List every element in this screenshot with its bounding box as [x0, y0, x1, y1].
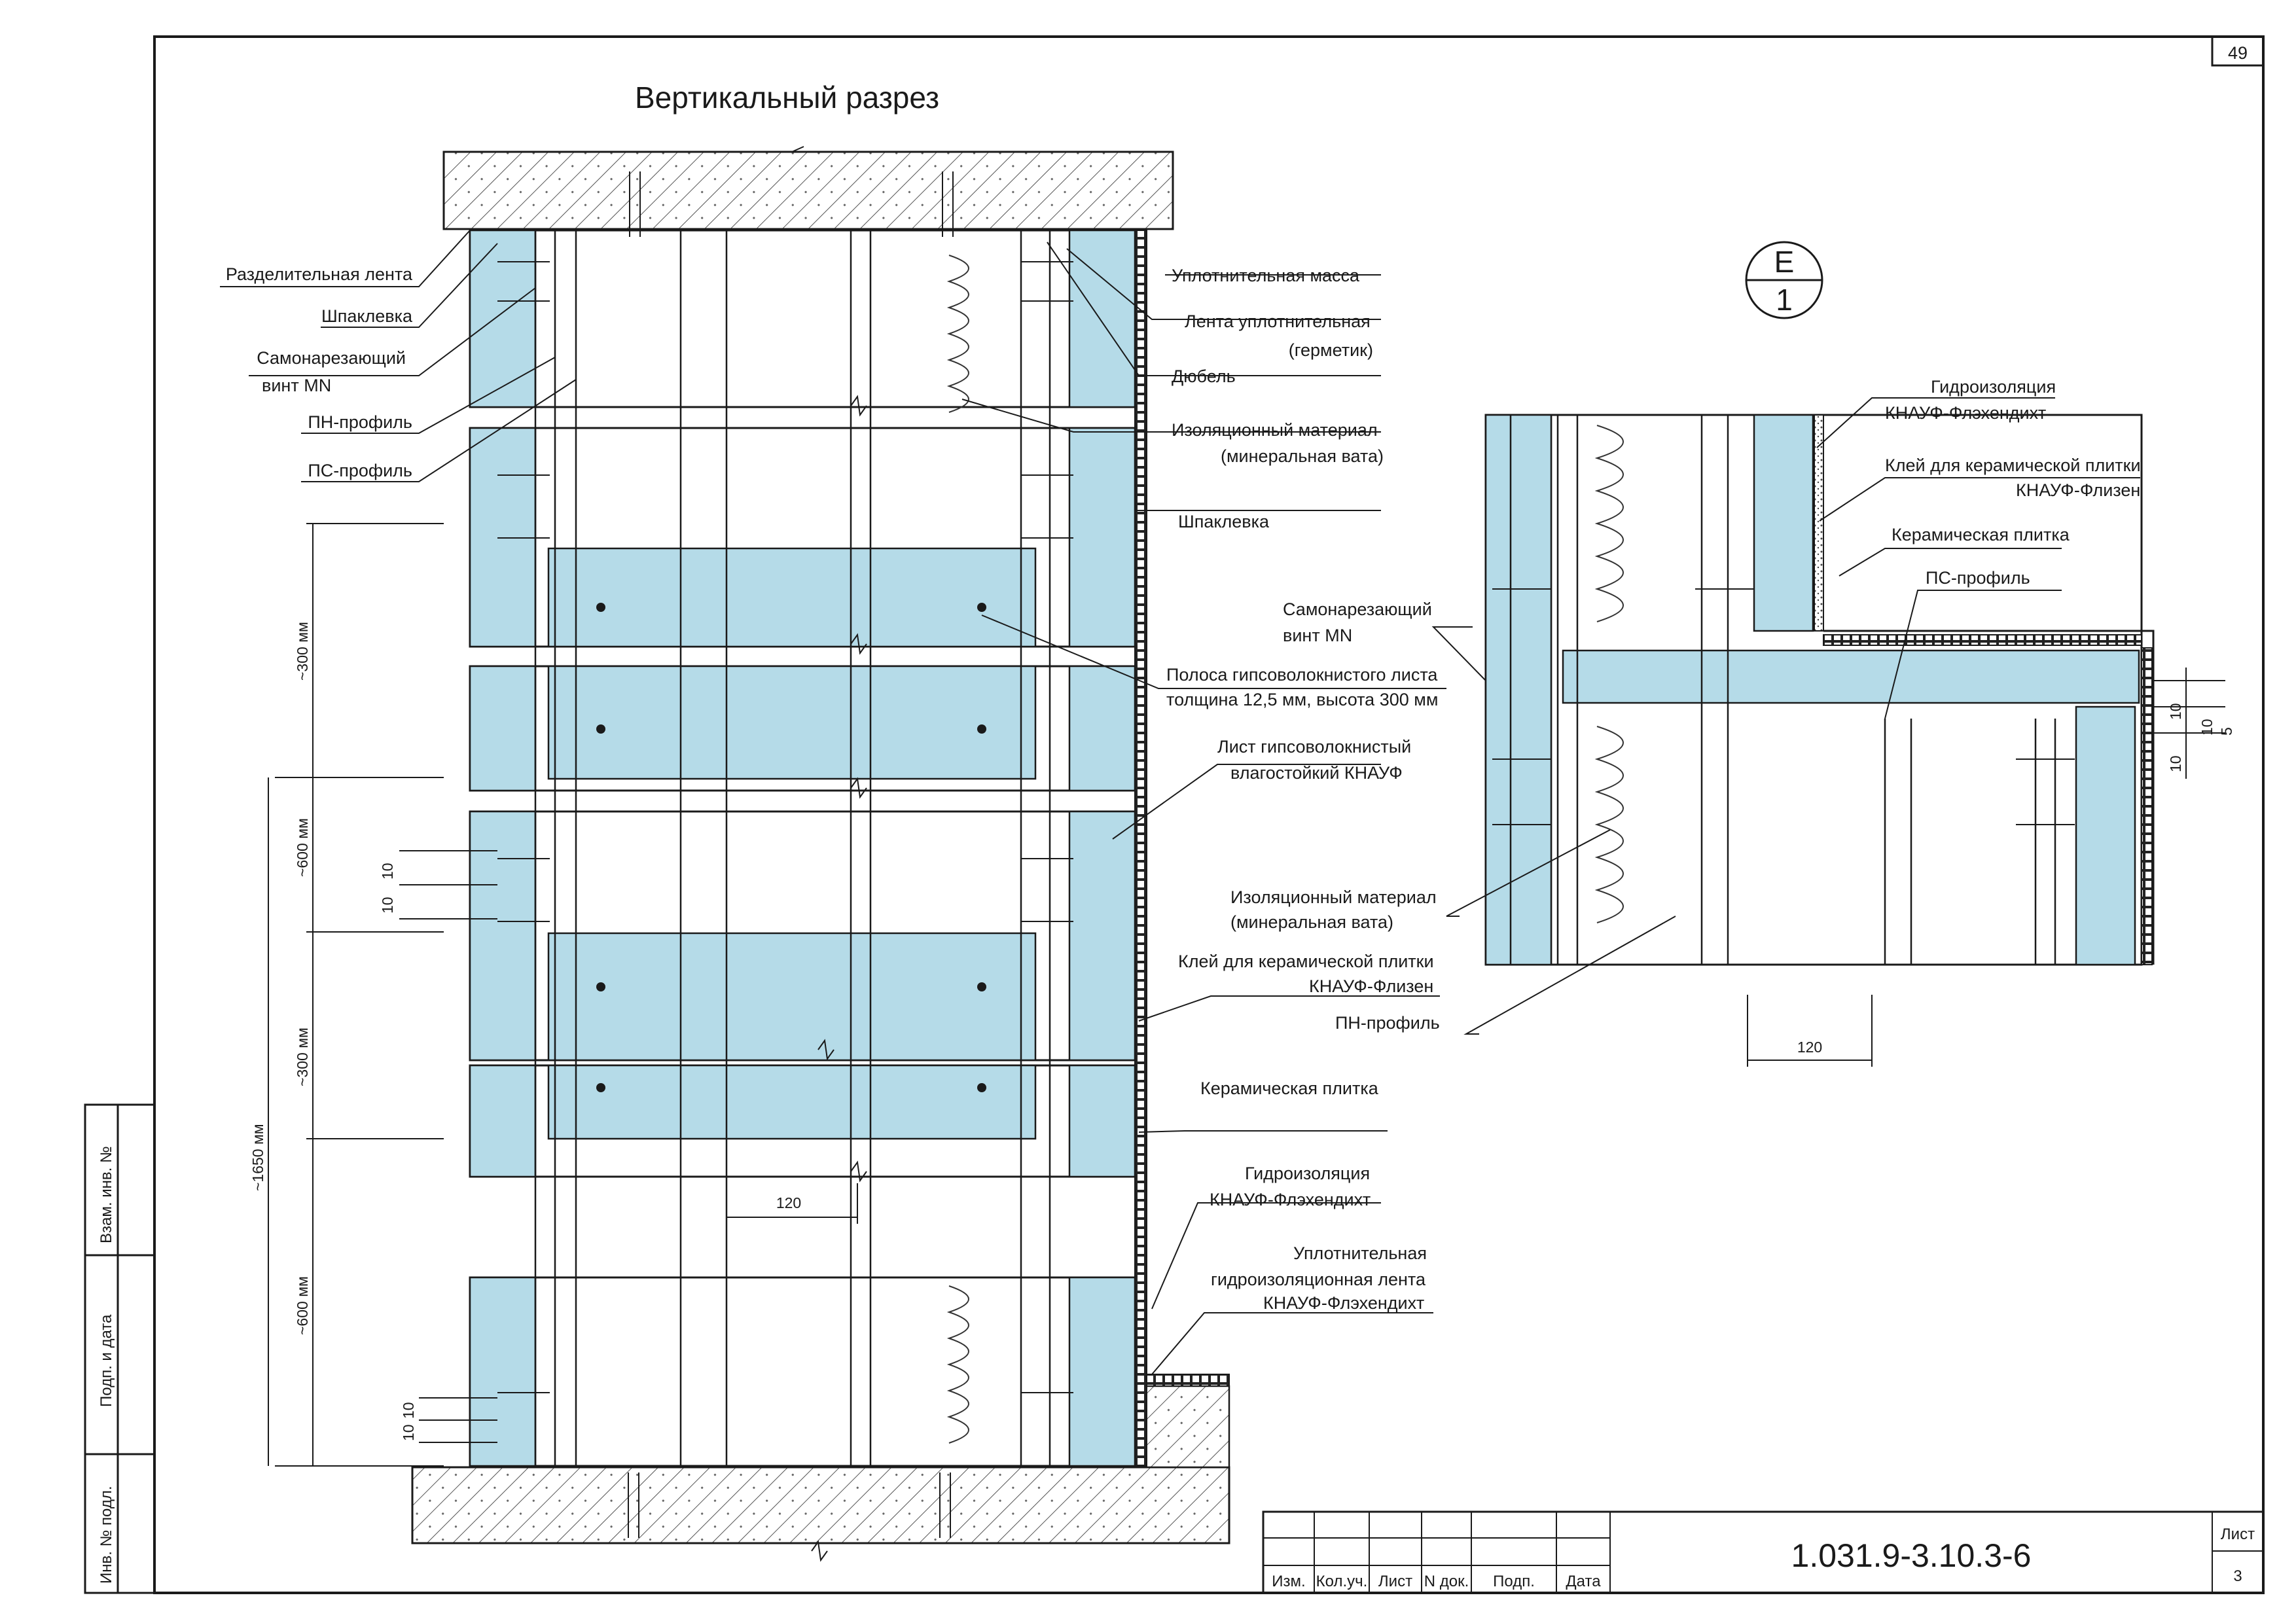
dim-10-b: 10 [379, 897, 396, 914]
tb-col-podp: Подп. [1493, 1573, 1535, 1590]
dim-detail-5: 5 [2218, 727, 2235, 736]
dim-detail-10-a: 10 [2167, 755, 2184, 772]
insulation-top [946, 255, 969, 413]
doc-code: 1.031.9-3.10.3-6 [1791, 1537, 2032, 1574]
side-stamp: Инв. № подл. Подп. и дата Взам. инв. № [84, 1103, 156, 1594]
detail-label-insulation-2: (минеральная вата) [1230, 912, 1393, 932]
label-screw-1: Самонарезающий [257, 348, 406, 368]
label-seal-wp-1: Уплотнительная [1293, 1243, 1427, 1263]
label-insulation-2: (минеральная вата) [1221, 446, 1384, 466]
label-waterproof-1: Гидроизоляция [1245, 1164, 1370, 1183]
tb-col-izm: Изм. [1272, 1573, 1305, 1590]
tb-col-ndok: N док. [1424, 1573, 1469, 1590]
dim-detail-10-b: 10 [2167, 703, 2184, 720]
dim-detail-10-c: 10 [2198, 719, 2215, 736]
detail-label-tile: Керамическая плитка [1892, 525, 2070, 544]
label-sheet-1: Лист гипсоволокнистый [1217, 737, 1411, 757]
detail-label-waterproof-2: КНАУФ-Флэхендихт [1885, 403, 2046, 423]
label-waterproof-2: КНАУФ-Флэхендихт [1210, 1190, 1371, 1209]
detail-label-glue-1: Клей для керамической плитки [1885, 455, 2141, 475]
label-ps-profile: ПС-профиль [308, 461, 412, 480]
label-sealing-mass: Уплотнительная масса [1172, 266, 1360, 285]
sheet-frame [153, 35, 2265, 1594]
detail-label-glue-2: КНАУФ-Флизен [2016, 480, 2140, 500]
detail-label-screw-2: винт MN [1283, 626, 1352, 645]
dimension-chain-left [268, 523, 497, 1467]
label-seal-wp-2: гидроизоляционная лента [1211, 1270, 1426, 1289]
label-glue-1: Клей для керамической плитки [1178, 952, 1434, 971]
sign-date-label: Подп. и дата [98, 1314, 115, 1407]
dimension-120-main: 120 [726, 1183, 858, 1224]
svg-text:120: 120 [1797, 1039, 1822, 1056]
tb-sheet-label: Лист [2221, 1525, 2255, 1543]
label-sealing-tape-2: (герметик) [1289, 340, 1373, 360]
wall-band-6 [469, 1276, 1136, 1467]
label-screw-2: винт MN [262, 376, 331, 395]
label-putty-2: Шпаклевка [1178, 512, 1270, 531]
title-block: Изм. Кол.уч. Лист N док. Подп. Дата 1.03… [1262, 1510, 2265, 1594]
label-glue-2: КНАУФ-Флизен [1309, 976, 1433, 996]
label-dowel: Дюбель [1172, 366, 1236, 386]
dimension-detail-right [2153, 668, 2225, 779]
label-sheet-2: влагостойкий КНАУФ [1230, 763, 1403, 783]
label-putty: Шпаклевка [321, 306, 413, 326]
wall-band-4 [469, 810, 1136, 1061]
detail-e1 [1484, 414, 2155, 966]
inv-orig-label: Инв. № подл. [98, 1486, 115, 1584]
label-separating-tape: Разделительная лента [226, 264, 413, 284]
detail-label-ps-profile: ПС-профиль [1926, 568, 2030, 588]
label-insulation-1: Изоляционный материал [1172, 420, 1378, 440]
insulation-bottom [946, 1285, 969, 1444]
marker-top: Е [1774, 245, 1795, 279]
tb-col-koluch: Кол.уч. [1316, 1573, 1368, 1590]
label-tile: Керамическая плитка [1200, 1079, 1379, 1098]
label-strip-1: Полоса гипсоволокнистого листа [1166, 665, 1438, 685]
marker-bottom: 1 [1776, 283, 1793, 317]
dim-10-c: 10 [400, 1402, 417, 1419]
wall-band-5 [469, 1064, 1136, 1178]
dim-300-top: ~300 мм [294, 622, 311, 681]
drawing-title: Вертикальный разрез [635, 80, 939, 115]
dim-600-bot: ~600 мм [294, 1276, 311, 1335]
dim-10-a: 10 [379, 863, 396, 880]
detail-label-pn-profile: ПН-профиль [1335, 1013, 1440, 1033]
inv-replace-label: Взам. инв. № [98, 1146, 115, 1243]
wall-band-1 [469, 229, 1136, 408]
dim-10-d: 10 [400, 1424, 417, 1441]
label-pn-profile: ПН-профиль [308, 412, 412, 432]
detail-label-screw-1: Самонарезающий [1283, 599, 1432, 619]
tb-col-list: Лист [1378, 1573, 1412, 1590]
label-strip-2: толщина 12,5 мм, высота 300 мм [1166, 690, 1438, 709]
detail-label-waterproof-1: Гидроизоляция [1931, 377, 2056, 397]
main-section [411, 146, 1230, 1562]
label-sealing-tape-1: Лента уплотнительная [1185, 312, 1371, 331]
dimension-120-detail: 120 [1747, 995, 1873, 1067]
svg-text:120: 120 [776, 1194, 801, 1211]
detail-label-insulation-1: Изоляционный материал [1230, 887, 1437, 907]
tb-col-data: Дата [1566, 1573, 1601, 1590]
dim-600-top: ~600 мм [294, 818, 311, 877]
label-seal-wp-3: КНАУФ-Флэхендихт [1263, 1293, 1424, 1313]
wall-band-3 [469, 665, 1136, 792]
dim-1650: ~1650 мм [249, 1124, 266, 1191]
sheet-number-top: 49 [2228, 43, 2248, 63]
tb-sheet-value: 3 [2233, 1567, 2242, 1585]
dim-300-mid: ~300 мм [294, 1027, 311, 1086]
section-marker: Е 1 [1745, 241, 1823, 319]
